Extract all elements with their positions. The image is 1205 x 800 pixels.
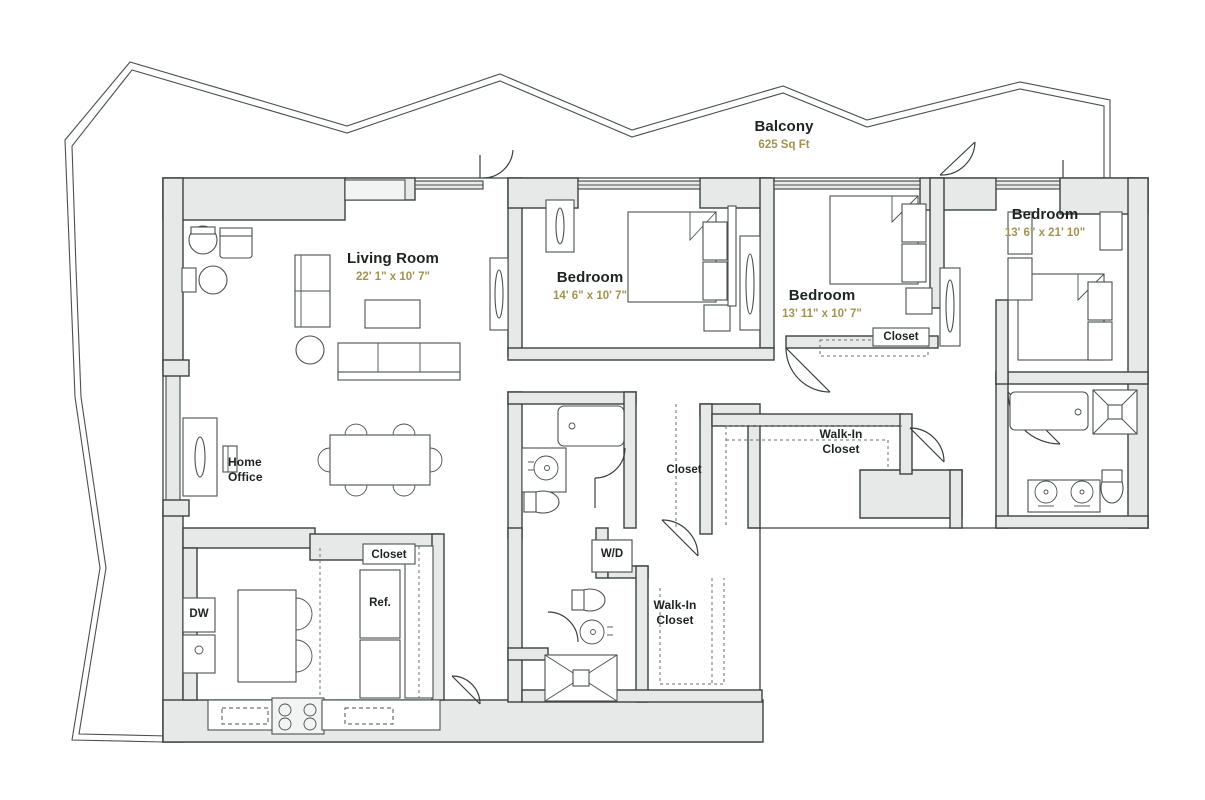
bedroom-mid-furniture [819,195,961,357]
master-bath [1009,389,1138,513]
label-closet-bedroom-mid: Closet [883,331,919,343]
label-closet-kitchen: Closet [371,549,407,561]
bedroom-left-furniture [489,199,761,332]
bathroom-lower [544,588,618,702]
bedroom-right-furniture [1007,211,1123,361]
balcony-outline [64,61,1111,743]
window-lines [165,184,1060,500]
kitchen-fixtures [182,545,441,735]
label-washer-dryer: W/D [600,548,624,560]
label-dishwasher: DW [189,608,209,620]
closet-shelving [319,404,902,698]
bathroom-center [521,405,625,514]
home-office-furniture [182,417,238,497]
label-refrigerator: Ref. [369,597,391,609]
dining-set [317,423,443,497]
label-boxes [362,327,930,573]
living-room-furniture [181,179,461,381]
label-closet-center: Closet [666,464,702,476]
